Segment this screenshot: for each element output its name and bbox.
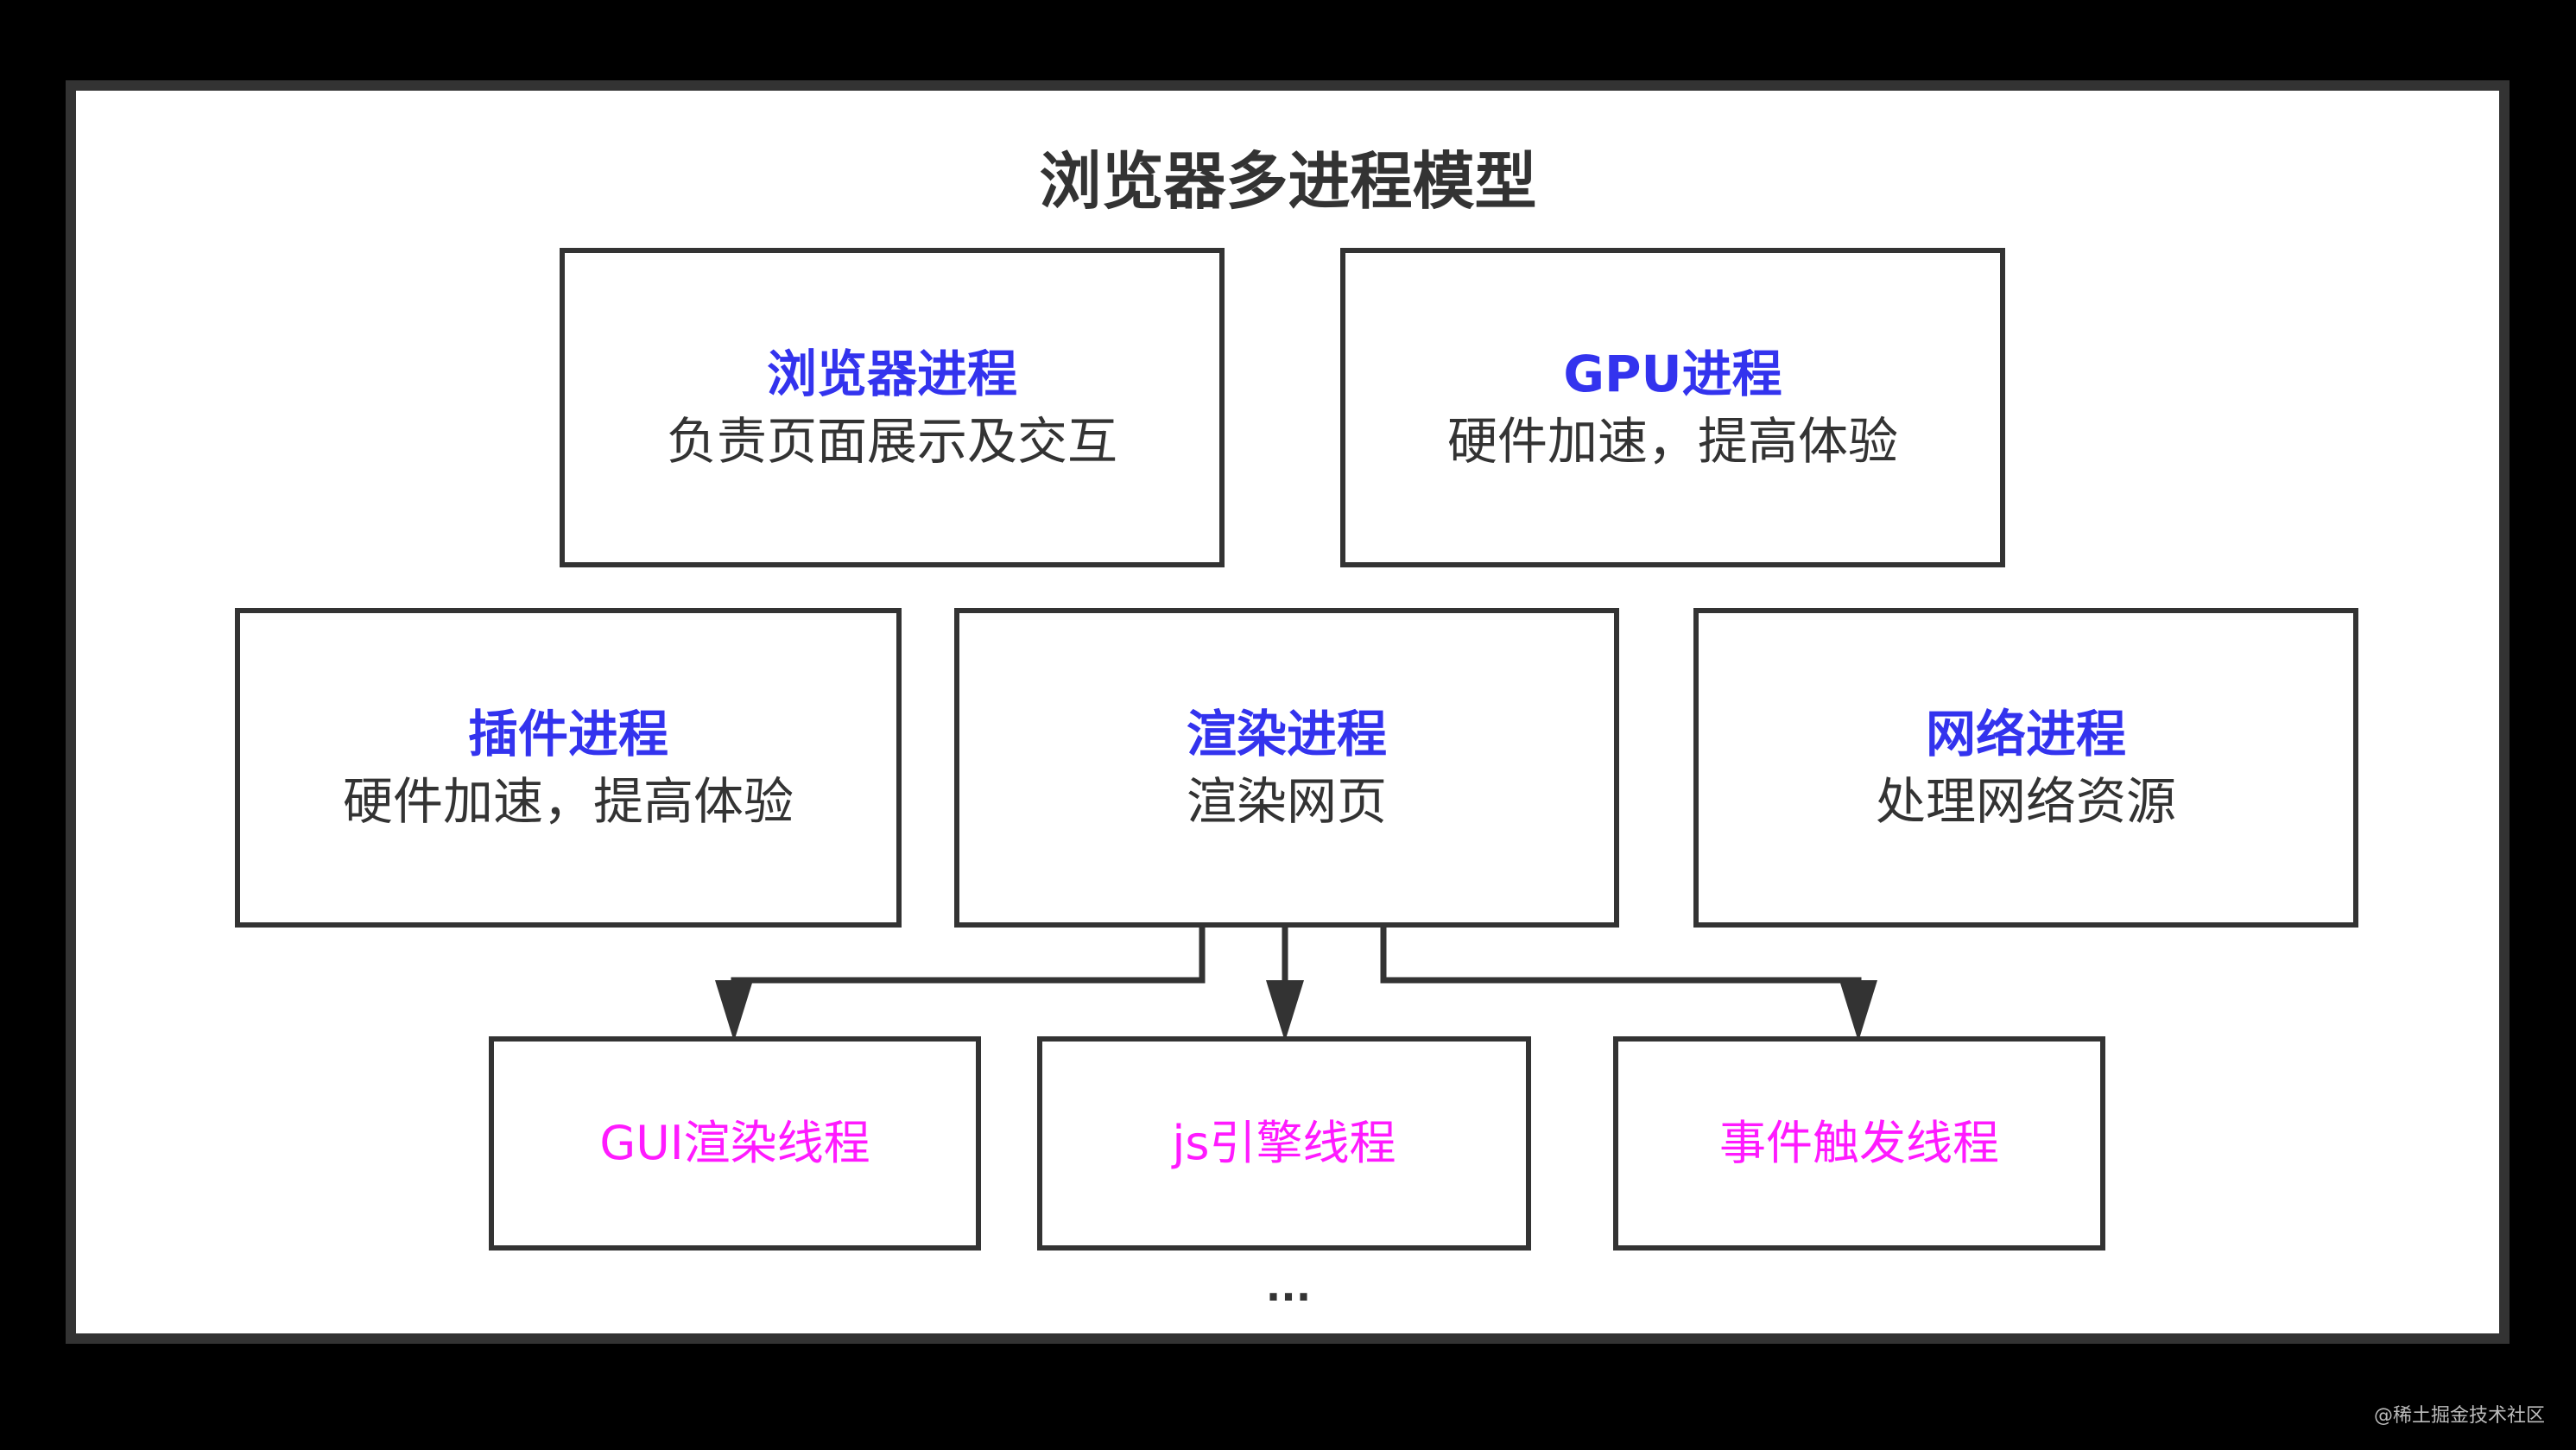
gpu-process-box: GPU进程 硬件加速，提高体验	[1340, 248, 2005, 567]
render-process-desc: 渲染网页	[1186, 772, 1387, 831]
more-threads-ellipsis: ...	[1265, 1263, 1312, 1310]
watermark-text: @稀土掘金技术社区	[2373, 1405, 2545, 1427]
network-process-name: 网络进程	[1925, 705, 2126, 763]
network-process-desc: 处理网络资源	[1875, 772, 2176, 831]
arrowhead-event	[1839, 980, 1877, 1042]
arrow-to-event-thread	[1380, 926, 1862, 1002]
arrowhead-gui	[715, 980, 753, 1042]
browser-process-name: 浏览器进程	[766, 345, 1017, 403]
js-thread-box: js引擎线程	[1037, 1036, 1531, 1251]
gui-thread-label: GUI渲染线程	[599, 1116, 870, 1170]
plugin-process-desc: 硬件加速，提高体验	[342, 772, 794, 831]
render-process-name: 渲染进程	[1186, 705, 1387, 763]
arrowhead-js	[1266, 980, 1304, 1042]
event-thread-box: 事件触发线程	[1613, 1036, 2105, 1251]
gui-thread-box: GUI渲染线程	[489, 1036, 981, 1251]
plugin-process-name: 插件进程	[467, 705, 668, 763]
render-process-box: 渲染进程 渲染网页	[954, 608, 1619, 928]
network-process-box: 网络进程 处理网络资源	[1693, 608, 2358, 928]
browser-process-desc: 负责页面展示及交互	[666, 412, 1117, 471]
js-thread-label: js引擎线程	[1172, 1116, 1396, 1170]
gpu-process-desc: 硬件加速，提高体验	[1446, 412, 1898, 471]
event-thread-label: 事件触发线程	[1719, 1116, 1999, 1170]
arrow-to-gui-thread	[731, 926, 1206, 1002]
plugin-process-box: 插件进程 硬件加速，提高体验	[235, 608, 902, 928]
browser-process-box: 浏览器进程 负责页面展示及交互	[560, 248, 1225, 567]
diagram-title: 浏览器多进程模型	[1039, 145, 1537, 218]
gpu-process-name: GPU进程	[1563, 345, 1782, 403]
